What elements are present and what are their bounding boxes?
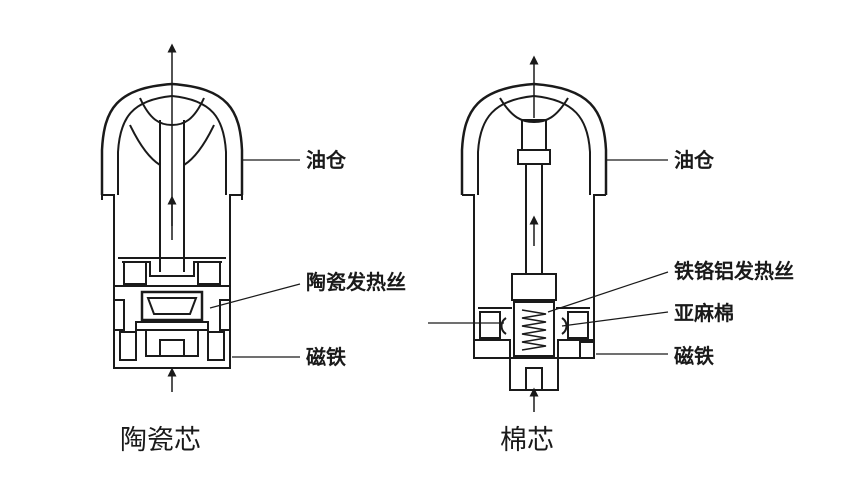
label-ceramic-heating-wire: 陶瓷发热丝 (306, 270, 406, 294)
caption-ceramic-core: 陶瓷芯 (120, 425, 201, 456)
left-leader-lines (209, 159, 301, 358)
label-fecral-heating-wire: 铁铬铝发热丝 (674, 259, 794, 283)
right-leader-lines (428, 159, 669, 355)
caption-cotton-core: 棉芯 (500, 425, 554, 456)
label-magnet-right: 磁铁 (674, 344, 714, 368)
label-oil-tank-right: 油仓 (674, 148, 714, 172)
label-magnet-left: 磁铁 (306, 345, 346, 369)
label-oil-tank-left: 油仓 (306, 148, 346, 172)
label-linen-cotton: 亚麻棉 (674, 301, 734, 325)
